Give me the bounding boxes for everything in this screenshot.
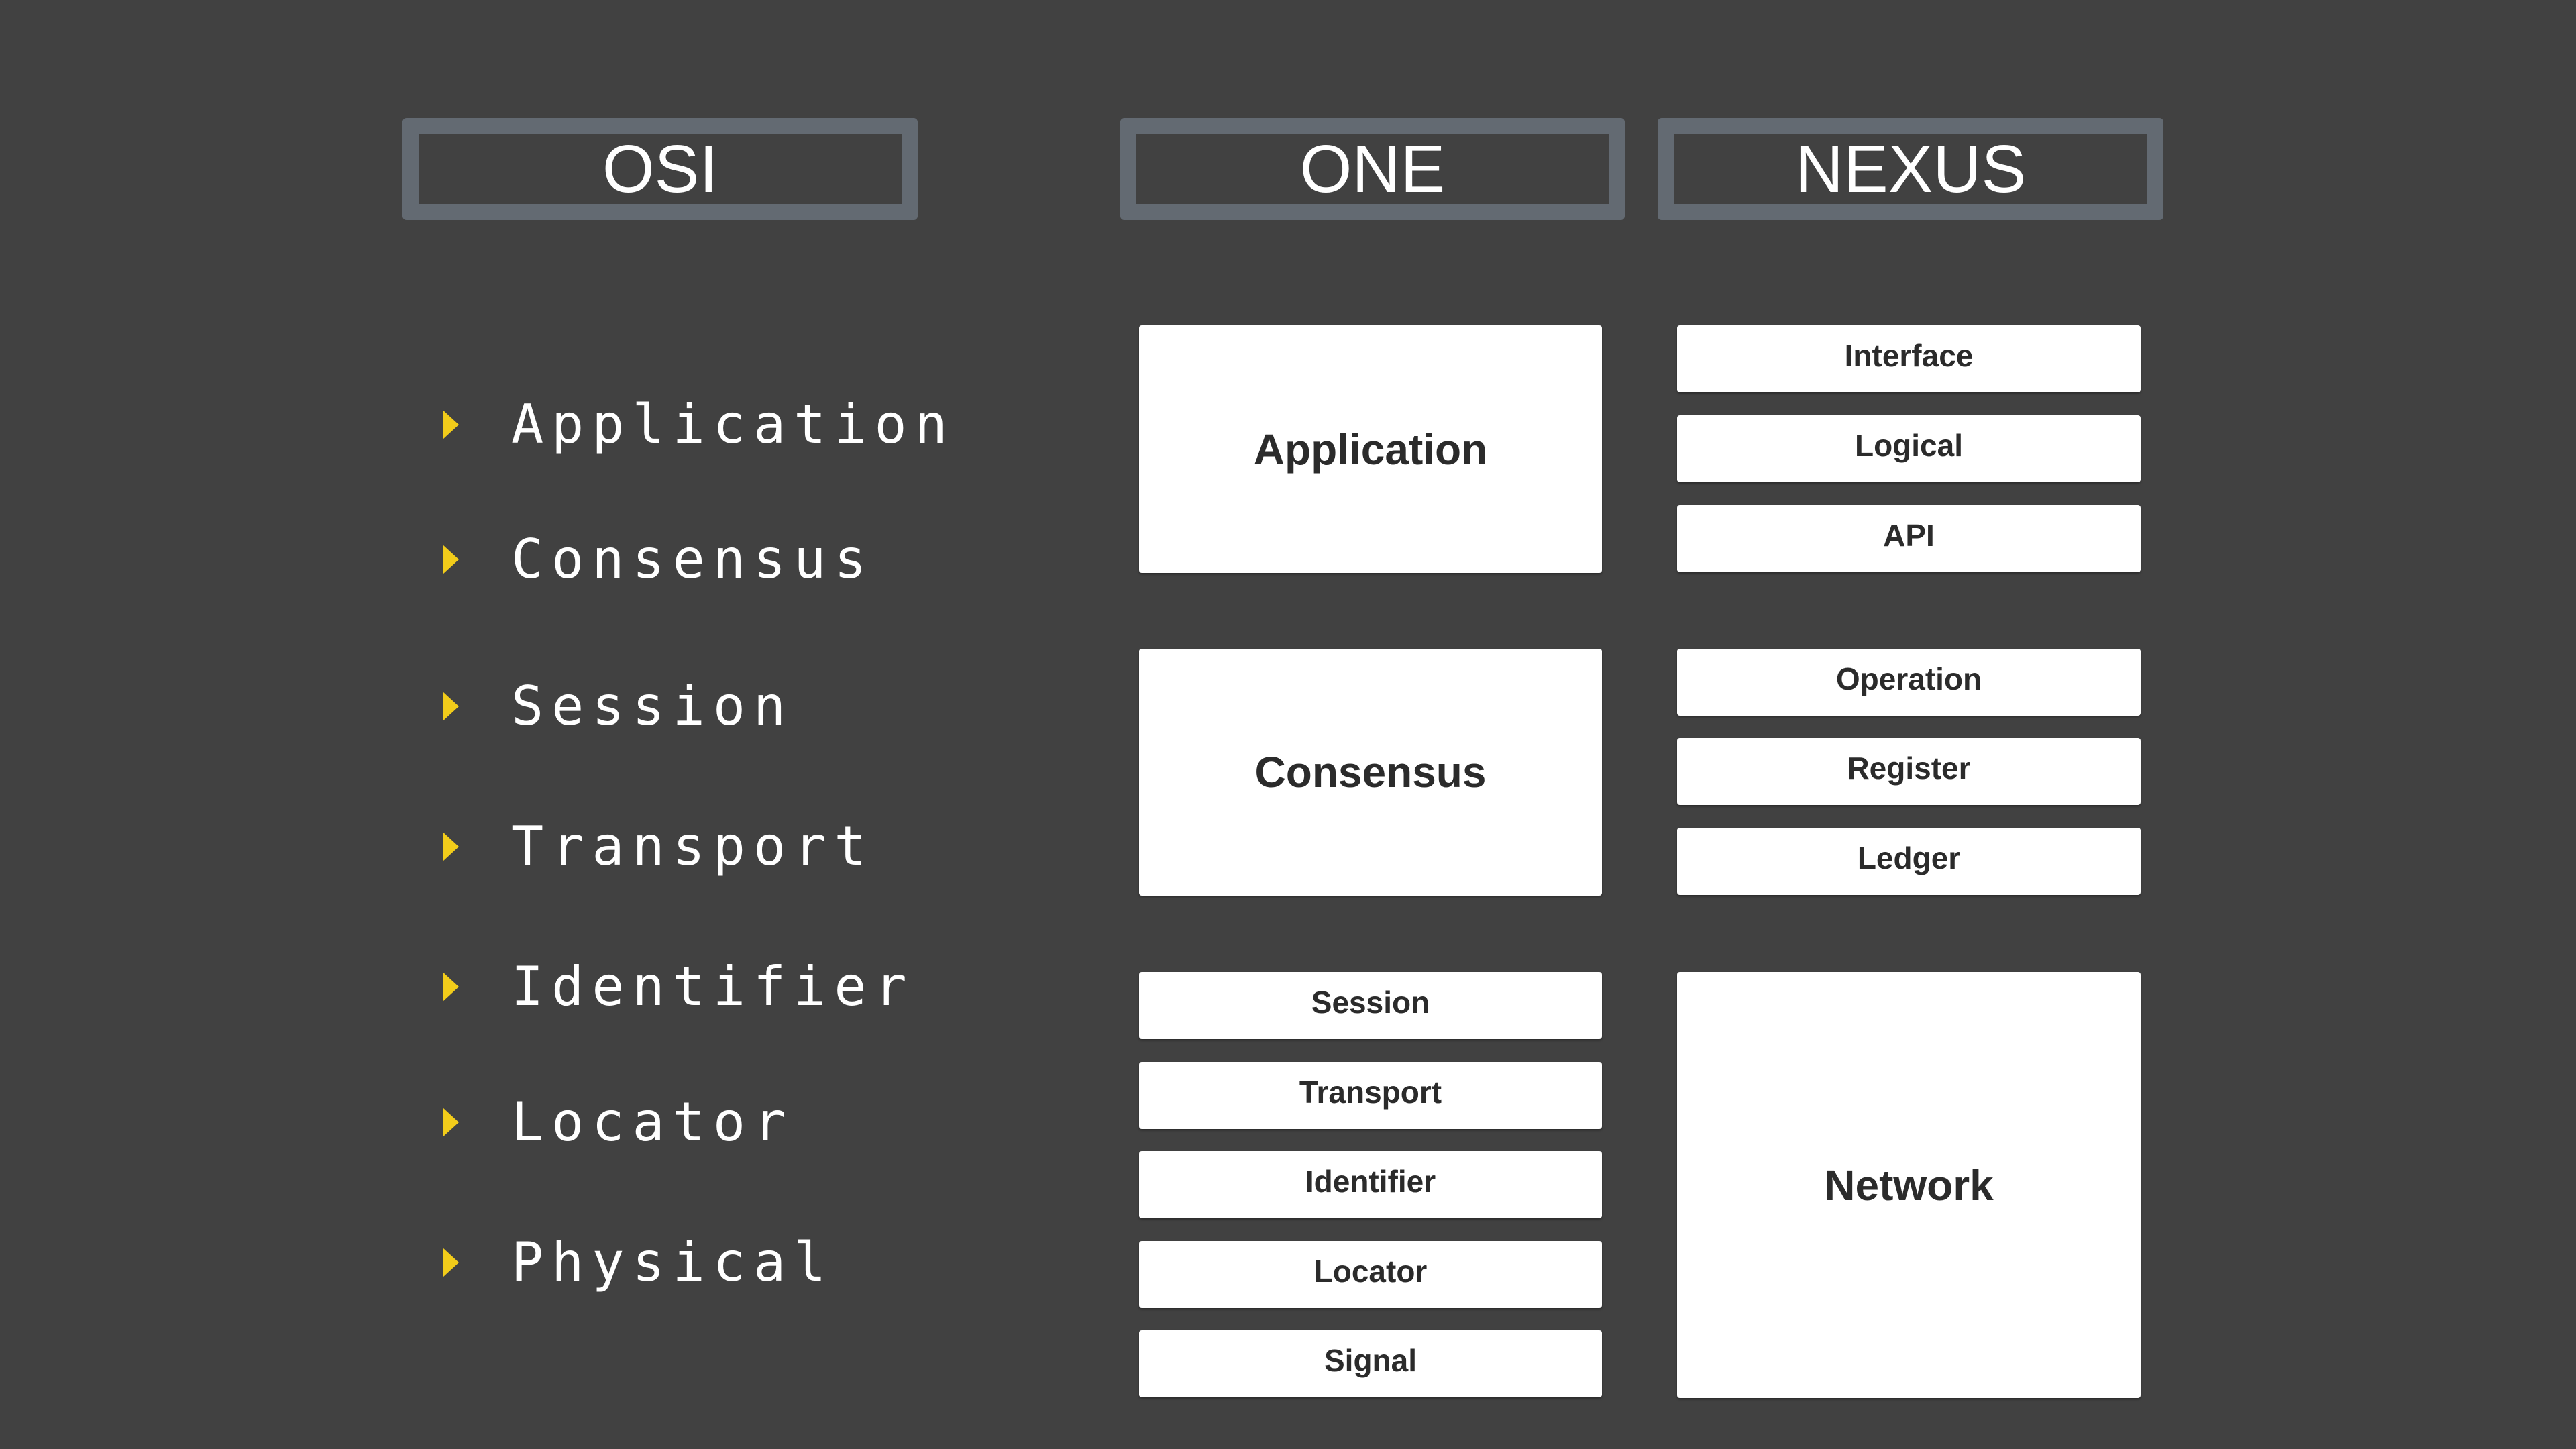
one-application-box: Application — [1139, 325, 1602, 573]
one-header-label: ONE — [1299, 131, 1446, 207]
one-consensus-label: Consensus — [1254, 748, 1487, 796]
nexus-logical-box: Logical — [1677, 415, 2141, 482]
bullet-icon — [443, 545, 459, 574]
one-identifier-box: Identifier — [1139, 1151, 1602, 1218]
nexus-interface-label: Interface — [1844, 338, 1974, 373]
one-consensus-box: Consensus — [1139, 649, 1602, 896]
nexus-network-box: Network — [1677, 972, 2141, 1398]
osi-item-locator: Locator — [443, 1082, 794, 1163]
osi-item-identifier: Identifier — [443, 947, 915, 1027]
osi-item-label: Transport — [511, 815, 875, 877]
one-signal-label: Signal — [1324, 1343, 1417, 1378]
nexus-api-label: API — [1883, 518, 1935, 553]
nexus-api-box: API — [1677, 505, 2141, 572]
bullet-icon — [443, 410, 459, 439]
osi-item-transport: Transport — [443, 806, 874, 887]
nexus-register-label: Register — [1847, 751, 1971, 786]
bullet-icon — [443, 692, 459, 721]
osi-item-session: Session — [443, 666, 794, 747]
nexus-ledger-label: Ledger — [1857, 841, 1961, 875]
osi-item-label: Application — [511, 393, 955, 455]
nexus-interface-box: Interface — [1677, 325, 2141, 392]
osi-item-application: Application — [443, 384, 955, 465]
one-transport-box: Transport — [1139, 1062, 1602, 1129]
osi-item-label: Session — [511, 675, 794, 737]
nexus-ledger-box: Ledger — [1677, 828, 2141, 895]
one-session-box: Session — [1139, 972, 1602, 1039]
nexus-header-label: NEXUS — [1794, 131, 2027, 207]
nexus-network-label: Network — [1824, 1161, 1994, 1210]
bullet-icon — [443, 1108, 459, 1137]
one-signal-box: Signal — [1139, 1330, 1602, 1397]
nexus-operation-label: Operation — [1835, 661, 1982, 696]
osi-item-label: Consensus — [511, 528, 875, 590]
one-application-label: Application — [1253, 425, 1488, 474]
one-header: ONE — [1120, 118, 1625, 220]
nexus-register-box: Register — [1677, 738, 2141, 805]
osi-item-consensus: Consensus — [443, 519, 874, 600]
bullet-icon — [443, 972, 459, 1002]
one-identifier-label: Identifier — [1305, 1164, 1436, 1199]
bullet-icon — [443, 1248, 459, 1277]
osi-header-label: OSI — [602, 131, 718, 207]
nexus-operation-box: Operation — [1677, 649, 2141, 716]
one-locator-label: Locator — [1313, 1254, 1428, 1289]
one-session-label: Session — [1311, 985, 1430, 1020]
osi-item-physical: Physical — [443, 1222, 834, 1303]
osi-item-label: Locator — [511, 1091, 794, 1153]
nexus-header: NEXUS — [1658, 118, 2163, 220]
osi-item-label: Physical — [511, 1231, 835, 1293]
bullet-icon — [443, 832, 459, 861]
osi-item-label: Identifier — [511, 955, 915, 1018]
one-locator-box: Locator — [1139, 1241, 1602, 1308]
one-transport-label: Transport — [1299, 1075, 1442, 1110]
osi-header: OSI — [402, 118, 918, 220]
nexus-logical-label: Logical — [1854, 428, 1964, 463]
